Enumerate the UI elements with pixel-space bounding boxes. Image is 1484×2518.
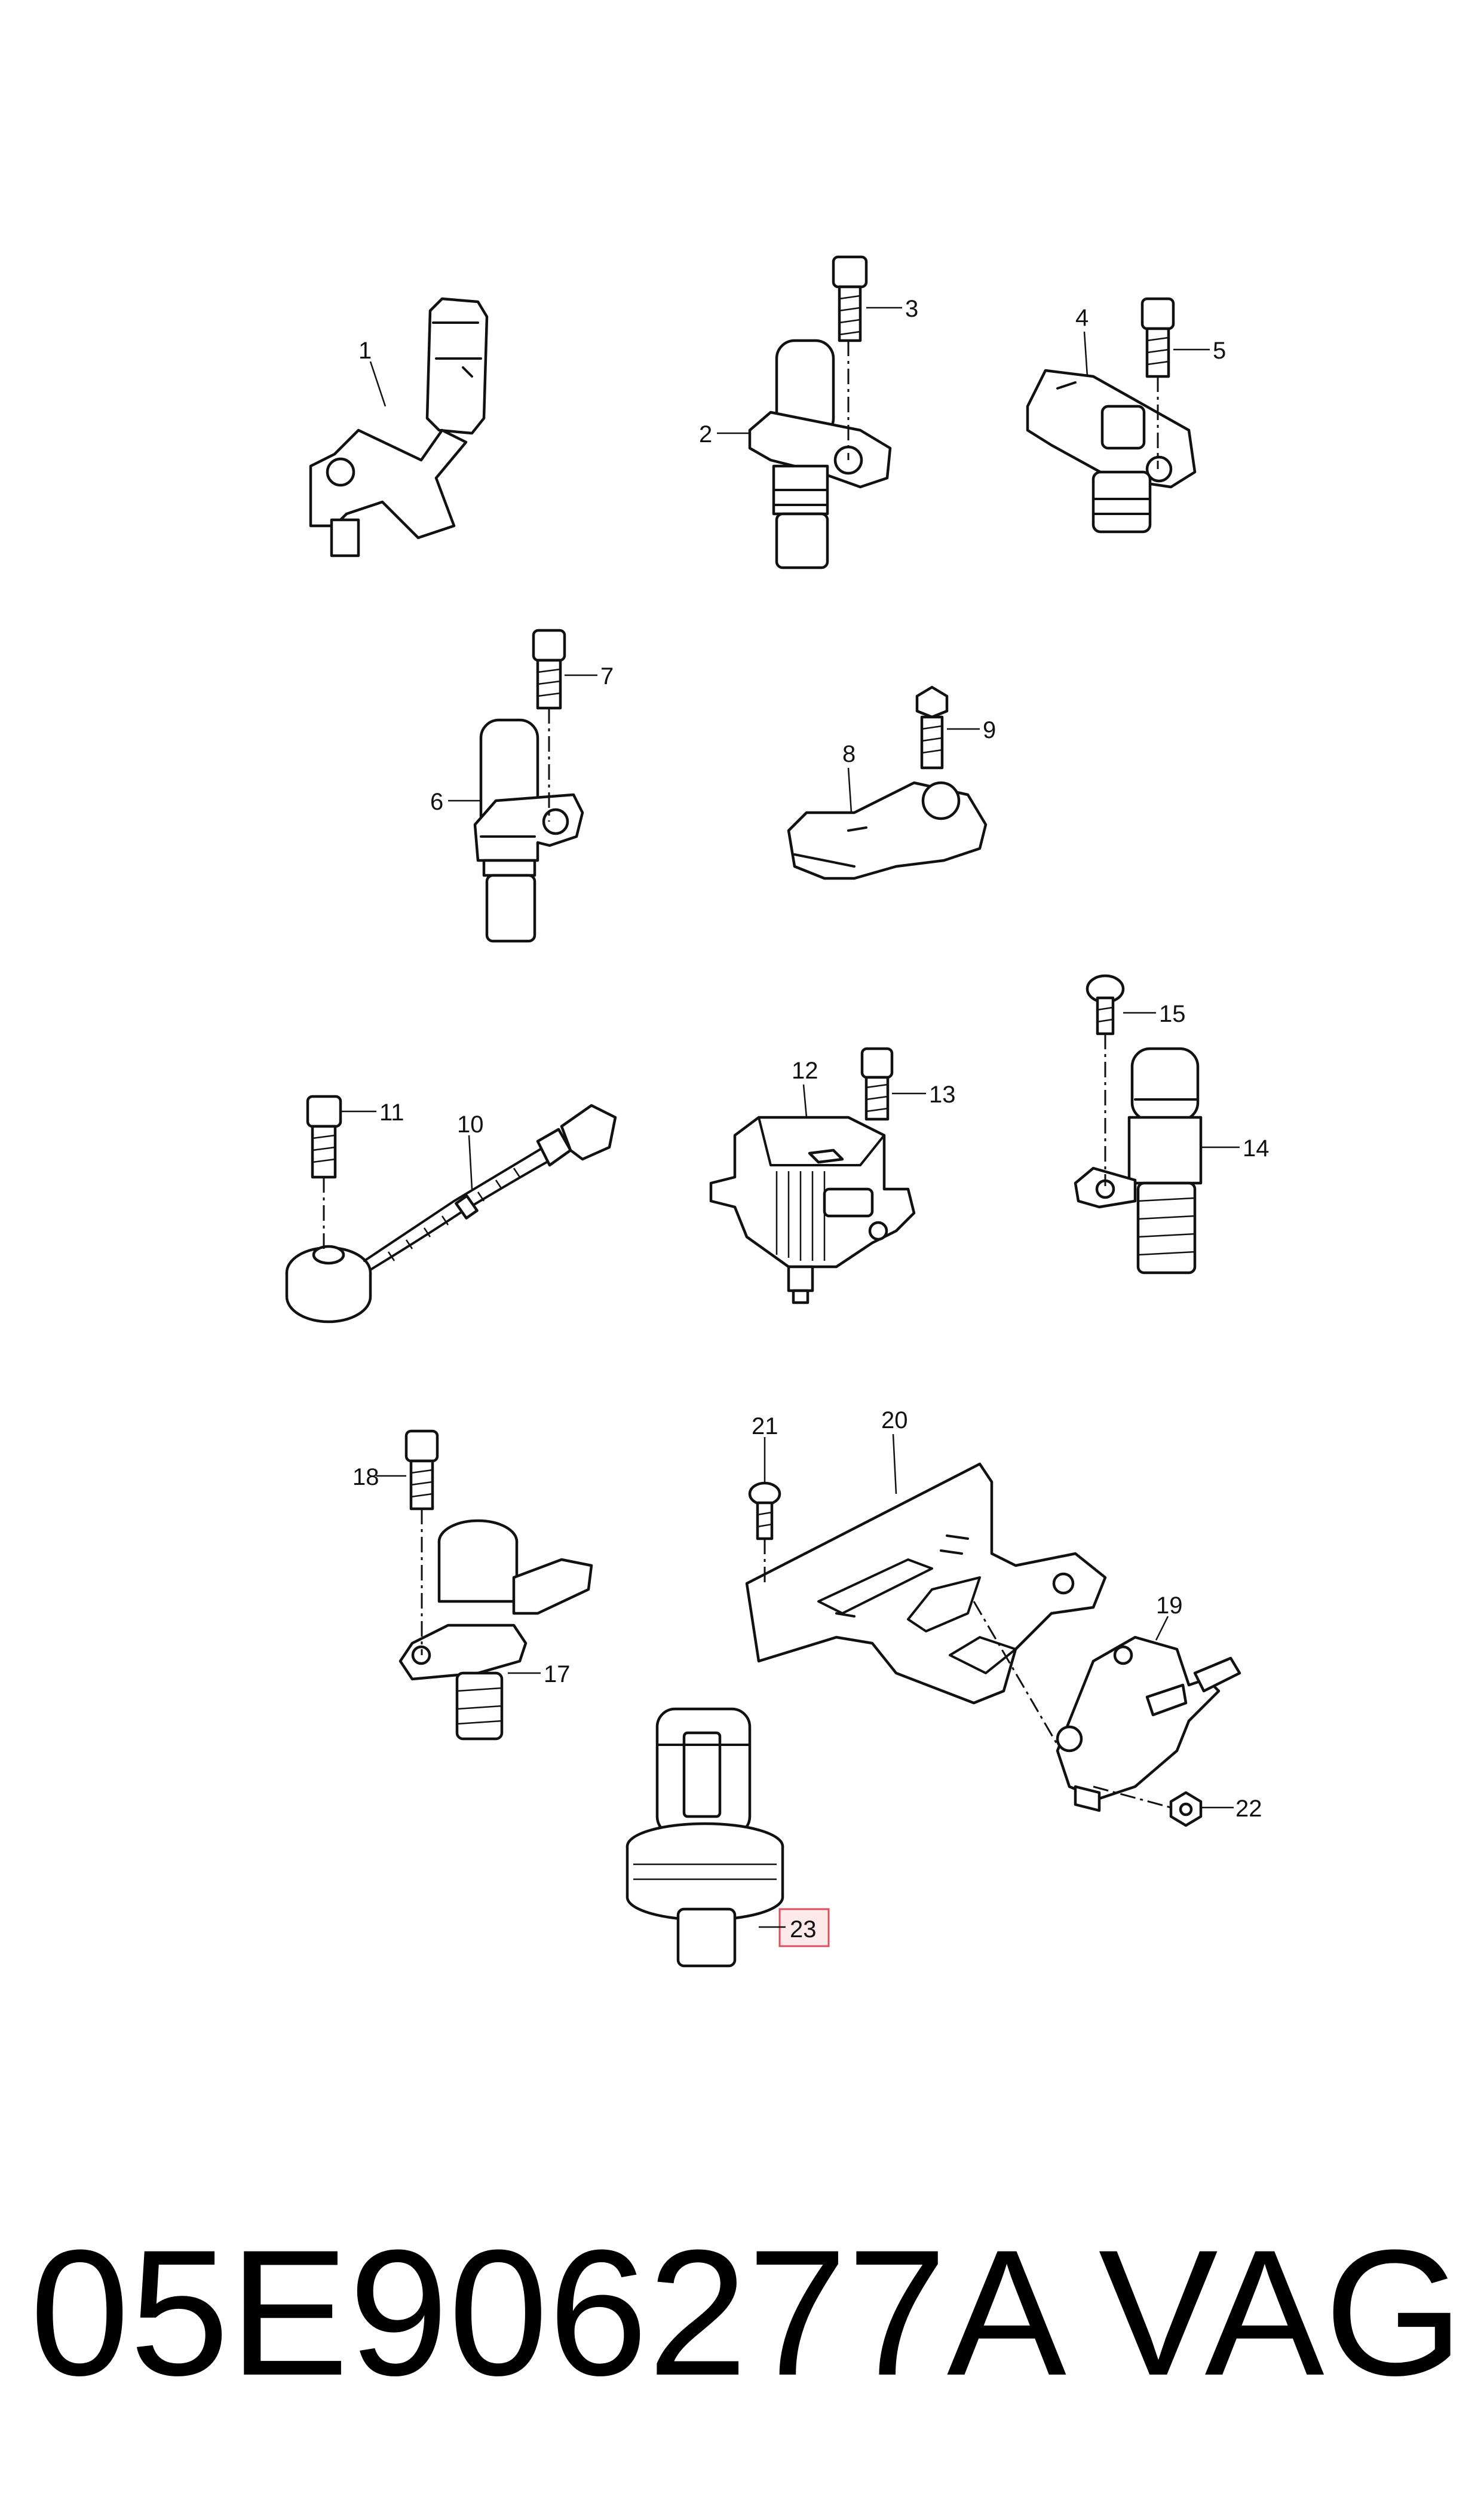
callout-8: 8 — [842, 741, 856, 767]
part-15-screw — [1086, 974, 1125, 1036]
footer: 05E906277A VAG — [30, 2223, 1464, 2402]
part-9-bolt — [915, 685, 949, 770]
part-11-bolt — [306, 1095, 342, 1179]
part-10-knock-sensor — [285, 1104, 617, 1324]
callout-11: 11 — [379, 1099, 404, 1126]
brand-name: VAG — [1098, 2212, 1464, 2413]
callout-13: 13 — [929, 1082, 956, 1108]
callout-3: 3 — [905, 296, 918, 322]
part-4-sensor — [1026, 369, 1197, 534]
part-13-bolt — [860, 1047, 894, 1121]
callout-21: 21 — [752, 1413, 778, 1439]
callout-22: 22 — [1235, 1796, 1262, 1822]
part-19-valve — [1056, 1635, 1241, 1812]
callout-7: 7 — [600, 663, 614, 690]
callout-19: 19 — [1156, 1592, 1183, 1619]
callout-23: 23 — [790, 1916, 817, 1943]
callout-17: 17 — [544, 1661, 571, 1687]
callout-15: 15 — [1159, 1001, 1186, 1027]
part-14-valve — [1074, 1047, 1203, 1275]
part-3-bolt — [832, 255, 868, 342]
part-number: 05E906277A — [30, 2212, 1066, 2413]
callout-10: 10 — [457, 1111, 484, 1138]
callout-2: 2 — [699, 421, 712, 448]
part-22-nut — [1169, 1791, 1203, 1827]
part-12-module — [709, 1116, 916, 1304]
callout-14: 14 — [1243, 1135, 1270, 1162]
part-23-pressure-switch — [626, 1707, 784, 1968]
part-6-sensor — [473, 718, 584, 943]
part-2-sensor — [748, 339, 892, 569]
callout-18: 18 — [352, 1464, 379, 1490]
part-17-sensor — [398, 1519, 593, 1741]
callout-12: 12 — [792, 1058, 818, 1084]
callout-9: 9 — [983, 717, 996, 743]
part-1-sensor — [309, 297, 489, 557]
callout-6: 6 — [430, 789, 443, 815]
part-5-bolt — [1140, 297, 1175, 378]
part-18-bolt — [404, 1429, 439, 1511]
callout-4: 4 — [1075, 305, 1089, 331]
part-21-screw — [748, 1481, 781, 1540]
callout-5: 5 — [1213, 338, 1226, 364]
part-8-sensor — [787, 781, 988, 880]
callout-1: 1 — [358, 338, 372, 364]
callout-20: 20 — [881, 1407, 908, 1433]
part-20-bracket — [745, 1462, 1107, 1705]
part-7-bolt — [532, 629, 566, 710]
